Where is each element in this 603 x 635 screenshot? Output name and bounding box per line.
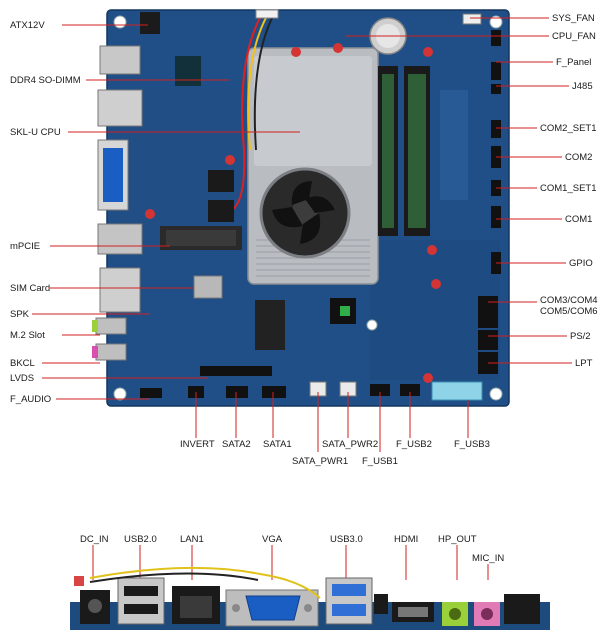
label-hdmi: HDMI (394, 534, 418, 545)
label-bkcl: BKCL (10, 358, 35, 369)
label-com5-com6: COM5/COM6 (540, 306, 598, 317)
label-f-audio: F_AUDIO (10, 394, 51, 405)
label-gpio: GPIO (569, 258, 593, 269)
label-spk: SPK (10, 309, 30, 320)
label-usb20: USB2.0 (124, 534, 157, 545)
label-sata2: SATA2 (222, 439, 251, 450)
label-com1-set1: COM1_SET1 (540, 183, 597, 194)
vga-port-icon (245, 595, 301, 621)
label-ddr4-so-dimm: DDR4 SO-DIMM (10, 75, 81, 86)
component-labels: ATX12V DDR4 SO-DIMM SKL-U CPU mPCIE SIM … (10, 13, 598, 467)
rear-io-panel (70, 566, 550, 630)
label-skl-u-cpu: SKL-U CPU (10, 127, 61, 138)
label-sys-fan: SYS_FAN (552, 13, 595, 24)
label-invert: INVERT (180, 439, 215, 450)
label-com2-set1: COM2_SET1 (540, 123, 597, 134)
label-vga: VGA (262, 534, 283, 545)
label-sata-pwr1: SATA_PWR1 (292, 456, 348, 467)
label-com3-com4: COM3/COM4 (540, 295, 598, 306)
label-dc-in: DC_IN (80, 534, 109, 545)
label-f-panel: F_Panel (556, 57, 591, 68)
label-lan1: LAN1 (180, 534, 204, 545)
label-hp-out: HP_OUT (438, 534, 477, 545)
label-m2-slot: M.2 Slot (10, 330, 45, 341)
leader-lines (32, 17, 572, 606)
label-usb30: USB3.0 (330, 534, 363, 545)
label-sim-card: SIM Card (10, 283, 50, 294)
label-lpt: LPT (575, 358, 593, 369)
label-ps2: PS/2 (570, 331, 591, 342)
audio-jack-icon (442, 602, 500, 626)
label-j485: J485 (572, 81, 593, 92)
label-f-usb1: F_USB1 (362, 456, 398, 467)
label-sata-pwr2: SATA_PWR2 (322, 439, 378, 450)
label-lvds: LVDS (10, 373, 34, 384)
usb-port-icon (117, 577, 165, 625)
label-f-usb3: F_USB3 (454, 439, 490, 450)
rear-io-labels: DC_IN USB2.0 LAN1 VGA USB3.0 HDMI HP_OUT… (80, 534, 504, 564)
label-f-usb2: F_USB2 (396, 439, 432, 450)
label-cpu-fan: CPU_FAN (552, 31, 596, 42)
label-com1: COM1 (565, 214, 592, 225)
fan-icon (259, 167, 351, 259)
motherboard-top-view (92, 9, 510, 407)
label-atx12v: ATX12V (10, 20, 45, 31)
label-mic-in: MIC_IN (472, 553, 504, 564)
label-mpcie: mPCIE (10, 241, 40, 252)
label-sata1: SATA1 (263, 439, 292, 450)
label-com2: COM2 (565, 152, 592, 163)
